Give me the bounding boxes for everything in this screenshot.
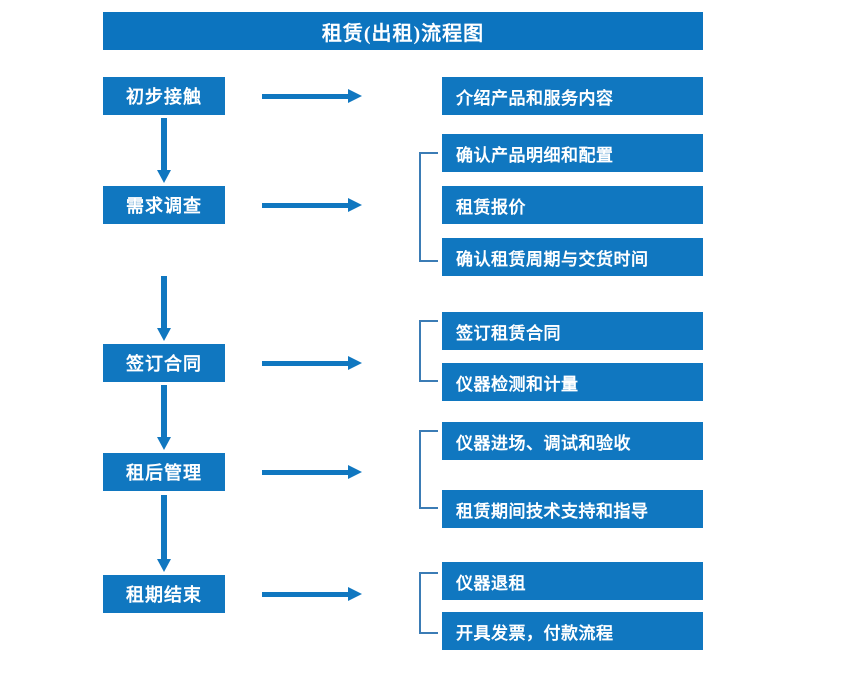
arrow-shaft <box>262 94 348 99</box>
group-bracket-post-rent-mgmt <box>419 430 438 509</box>
arrow-shaft <box>161 495 167 559</box>
stage-box-initial-contact[interactable]: 初步接触 <box>103 77 225 115</box>
group-bracket-needs-survey <box>419 152 438 262</box>
arrow-head <box>157 559 171 572</box>
arrow-head <box>348 587 362 601</box>
stage-box-needs-survey[interactable]: 需求调查 <box>103 186 225 224</box>
group-bracket-lease-end <box>419 572 438 634</box>
arrow-head <box>157 170 171 183</box>
arrow-shaft <box>262 470 348 475</box>
detail-box-confirm-period[interactable]: 确认租赁周期与交货时间 <box>442 238 703 276</box>
detail-box-invoice-payment[interactable]: 开具发票，付款流程 <box>442 612 703 650</box>
stage-box-post-rent-mgmt[interactable]: 租后管理 <box>103 453 225 491</box>
detail-box-rental-quote[interactable]: 租赁报价 <box>442 186 703 224</box>
arrow-head <box>348 89 362 103</box>
right-arrow-initial-contact <box>262 89 362 103</box>
page-title: 租赁(出租)流程图 <box>103 12 703 50</box>
right-arrow-lease-end <box>262 587 362 601</box>
detail-box-sign-lease-contract[interactable]: 签订租赁合同 <box>442 312 703 350</box>
group-bracket-sign-contract <box>419 320 438 382</box>
right-arrow-sign-contract <box>262 356 362 370</box>
arrow-head <box>348 356 362 370</box>
arrow-shaft <box>161 118 167 170</box>
detail-box-tech-support[interactable]: 租赁期间技术支持和指导 <box>442 490 703 528</box>
detail-box-confirm-spec[interactable]: 确认产品明细和配置 <box>442 134 703 172</box>
arrow-shaft <box>262 592 348 597</box>
stage-box-sign-contract[interactable]: 签订合同 <box>103 344 225 382</box>
detail-box-instrument-arrival[interactable]: 仪器进场、调试和验收 <box>442 422 703 460</box>
arrow-head <box>157 437 171 450</box>
arrow-shaft <box>262 361 348 366</box>
right-arrow-post-rent-mgmt <box>262 465 362 479</box>
detail-box-instrument-test[interactable]: 仪器检测和计量 <box>442 363 703 401</box>
arrow-shaft <box>161 385 167 437</box>
detail-box-introduce-products[interactable]: 介绍产品和服务内容 <box>442 77 703 115</box>
right-arrow-needs-survey <box>262 198 362 212</box>
arrow-head <box>348 465 362 479</box>
arrow-head <box>157 328 171 341</box>
arrow-shaft <box>161 276 167 328</box>
arrow-shaft <box>262 203 348 208</box>
down-arrow-survey-to-contract <box>157 276 171 341</box>
stage-box-lease-end[interactable]: 租期结束 <box>103 575 225 613</box>
down-arrow-contract-to-mgmt <box>157 385 171 450</box>
arrow-head <box>348 198 362 212</box>
down-arrow-contact-to-survey <box>157 118 171 183</box>
detail-box-instrument-return[interactable]: 仪器退租 <box>442 562 703 600</box>
down-arrow-mgmt-to-end <box>157 495 171 572</box>
